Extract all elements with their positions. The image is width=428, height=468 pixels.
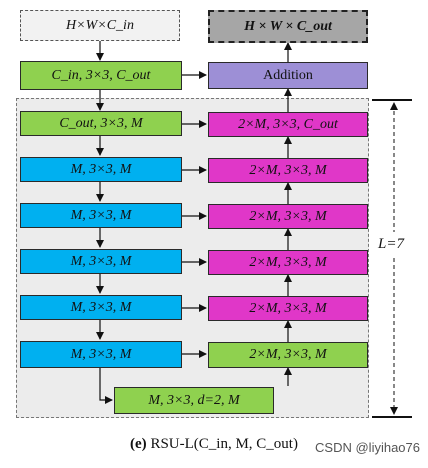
decoder-block-6: 2×M, 3×3, M [208,342,368,368]
decoder-block-5: 2×M, 3×3, M [208,296,368,321]
encoder-block-6: M, 3×3, M [20,341,182,368]
watermark: CSDN @liyihao76 [315,440,420,455]
encoder-block-4: M, 3×3, M [20,249,182,274]
caption-prefix: (e) [130,436,147,452]
caption-name: RSU-L(C_in, M, C_out) [150,436,298,452]
decoder-block-3: 2×M, 3×3, M [208,204,368,229]
encoder-block-2: M, 3×3, M [20,157,182,182]
input-conv-block: C_in, 3×3, C_out [20,61,182,90]
output-node: H × W × C_out [208,10,368,43]
decoder-block-1: 2×M, 3×3, C_out [208,112,368,137]
decoder-block-2: 2×M, 3×3, M [208,158,368,183]
bottleneck-dilated-block: M, 3×3, d=2, M [114,387,274,414]
input-node: H×W×C_in [20,10,180,41]
encoder-block-1: C_out, 3×3, M [20,111,182,136]
figure-caption: (e) RSU-L(C_in, M, C_out) [0,436,428,453]
encoder-block-3: M, 3×3, M [20,203,182,228]
addition-block: Addition [208,62,368,89]
encoder-block-5: M, 3×3, M [20,295,182,320]
decoder-block-4: 2×M, 3×3, M [208,250,368,275]
depth-label: L=7 [378,236,404,253]
